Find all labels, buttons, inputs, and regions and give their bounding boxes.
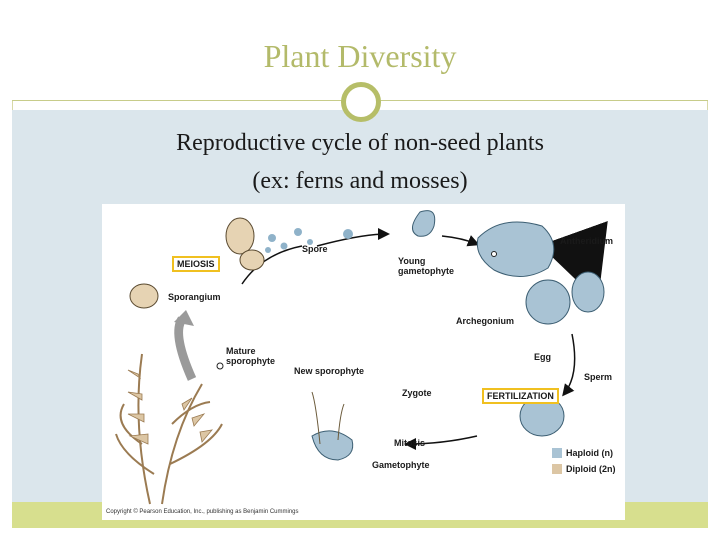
haploid-legend-label: Haploid (n) — [566, 448, 613, 458]
new-sporophyte-label: New sporophyte — [294, 366, 365, 376]
mitosis-label: Mitosis — [394, 438, 426, 448]
slide-title: Plant Diversity — [263, 38, 457, 74]
young-gametophyte-label-1: Young — [398, 256, 426, 266]
haploid-swatch — [552, 448, 562, 458]
egg-label: Egg — [534, 352, 551, 362]
fertilization-label: FERTILIZATION — [482, 388, 559, 404]
divider-ring-icon — [341, 82, 381, 122]
subtitle-line-2: (ex: ferns and mosses) — [252, 168, 468, 194]
mature-sporophyte-label-2: sporophyte — [226, 356, 276, 366]
life-cycle-illustration — [115, 210, 608, 505]
spore-label: Spore — [302, 244, 328, 254]
sperm-label: Sperm — [584, 372, 613, 382]
slide-subtitle: Reproductive cycle of non-seed plants (e… — [100, 124, 620, 200]
archegonium-label: Archegonium — [456, 316, 515, 326]
subtitle-line-1: Reproductive cycle of non-seed plants — [176, 130, 544, 156]
mature-sporophyte-label-1: Mature — [226, 346, 256, 356]
copyright-notice: Copyright © Pearson Education, Inc., pub… — [106, 509, 299, 515]
sporangium-label: Sporangium — [168, 292, 221, 302]
fern-life-cycle-diagram: Spore Young gametophyte Antheridium MEIO… — [102, 204, 625, 520]
meiosis-label: MEIOSIS — [172, 256, 220, 272]
young-gametophyte-label-2: gametophyte — [398, 266, 455, 276]
diploid-swatch — [552, 464, 562, 474]
diploid-legend-label: Diploid (2n) — [566, 464, 616, 474]
antheridium-label: Antheridium — [560, 236, 613, 246]
zygote-label: Zygote — [402, 388, 432, 398]
gametophyte-label: Gametophyte — [372, 460, 430, 470]
